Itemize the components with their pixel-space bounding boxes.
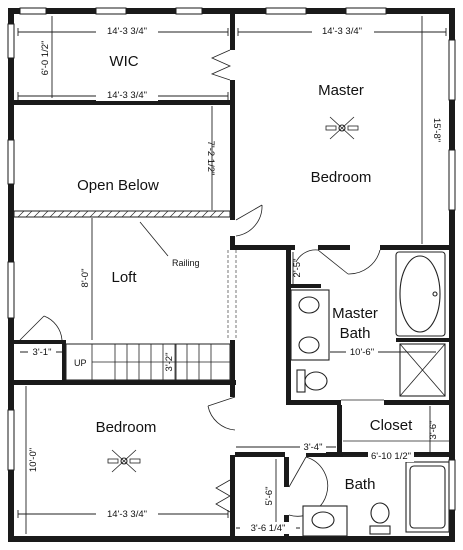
- room-label-closet: Closet: [370, 417, 413, 434]
- stair-up-label: UP: [74, 358, 87, 368]
- dim-bath-hall-width: 3'-6 1/4": [251, 523, 286, 534]
- staircase: [65, 343, 231, 381]
- room-label-master-bath: Master: [332, 305, 378, 322]
- railing-label: Railing: [172, 258, 200, 268]
- room-label-bath: Bath: [345, 476, 376, 493]
- ceiling-fan-icon: [107, 449, 141, 473]
- dim-nook-width: 3'-1": [33, 347, 52, 358]
- room-label-wic: WIC: [109, 53, 138, 70]
- dim-closet-depth: 3'-6": [428, 421, 439, 440]
- dim-bath-width: 10'-6": [350, 347, 374, 358]
- dim-wic-bottom: 14'-3 3/4": [107, 90, 147, 101]
- dimension-texts: 14'-3 3/4" 14'-3 3/4" 6'-0 1/2" 14'-3 3/…: [28, 25, 442, 534]
- exterior-walls: [7, 7, 456, 542]
- dim-loft-depth: 8'-0": [80, 269, 91, 288]
- dim-wic-top: 14'-3 3/4": [107, 26, 147, 37]
- interior-walls: [14, 14, 455, 536]
- dim-hall-width: 3'-4": [304, 442, 323, 453]
- doors: [19, 49, 384, 517]
- room-label-master-bedroom: Master: [318, 82, 364, 99]
- room-label-open-below: Open Below: [77, 177, 159, 194]
- dim-stair-depth: 3'-2": [164, 353, 175, 372]
- dim-bath-hall-depth: 5'-6": [264, 487, 275, 506]
- dim-bed-depth: 10'-0": [28, 448, 39, 472]
- dim-bed-width: 14'-3 3/4": [107, 509, 147, 520]
- room-label-master-bath-2: Bath: [340, 325, 371, 342]
- room-label-master-bedroom-2: Bedroom: [311, 169, 372, 186]
- ceiling-fan-icon: [325, 116, 359, 140]
- room-label-bedroom: Bedroom: [96, 419, 157, 436]
- fixtures: [290, 251, 450, 537]
- room-label-loft: Loft: [111, 269, 137, 286]
- dim-linen-width: 2'-5": [292, 259, 303, 278]
- railing: [13, 210, 231, 257]
- dim-open-below-depth: 7'-2 1/2": [205, 141, 216, 176]
- dim-master-width: 14'-3 3/4": [322, 26, 362, 37]
- dim-wic-depth: 6'-0 1/2": [40, 41, 51, 76]
- dim-master-depth: 15'-8": [431, 118, 442, 142]
- dim-closet-width: 6'-10 1/2": [371, 451, 411, 462]
